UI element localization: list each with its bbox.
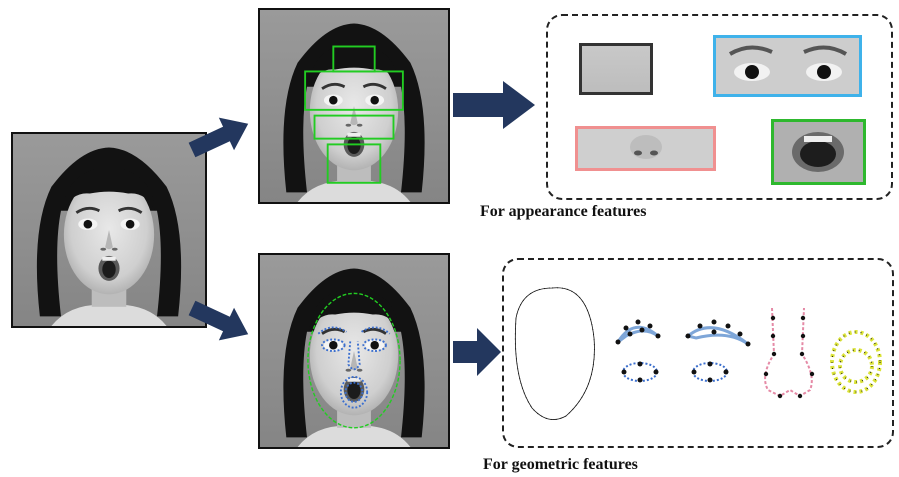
left-brow-landmarks bbox=[317, 326, 347, 335]
nose-crop-image bbox=[578, 129, 713, 168]
appearance-features-panel bbox=[546, 14, 893, 200]
arrow-right-icon bbox=[453, 81, 535, 129]
eyes-crop bbox=[713, 35, 862, 97]
geometric-caption: For geometric features bbox=[483, 456, 638, 473]
roi-nose-box bbox=[313, 114, 395, 140]
geometric-features-panel bbox=[502, 258, 894, 448]
left-eyebrow-shape bbox=[616, 325, 659, 344]
geometric-shapes bbox=[514, 287, 882, 421]
roi-mouth-box bbox=[326, 143, 382, 184]
geometric-landmark-image bbox=[258, 253, 450, 449]
arrow-right-icon bbox=[188, 117, 249, 158]
roi-eyes-box bbox=[304, 70, 404, 111]
right-eye-landmarks bbox=[362, 338, 387, 352]
mouth-crop-image bbox=[774, 122, 863, 182]
face-outline-landmarks bbox=[307, 292, 401, 429]
nose-shape bbox=[764, 307, 813, 398]
nose-crop bbox=[575, 126, 716, 171]
right-brow-landmarks bbox=[361, 326, 391, 335]
arrow-right-icon bbox=[188, 300, 249, 341]
appearance-caption: For appearance features bbox=[480, 203, 647, 220]
source-face-image bbox=[11, 132, 207, 328]
nose-landmarks bbox=[347, 341, 361, 371]
appearance-roi-image bbox=[258, 8, 450, 204]
left-eye-landmarks bbox=[321, 338, 346, 352]
eyes-crop-image bbox=[716, 38, 859, 94]
mouth-inner-landmarks bbox=[344, 381, 364, 403]
arrow-right-icon bbox=[453, 328, 501, 376]
forehead-crop bbox=[579, 43, 653, 95]
mouth-outer-landmarks bbox=[339, 375, 369, 409]
mouth-crop bbox=[771, 119, 866, 185]
